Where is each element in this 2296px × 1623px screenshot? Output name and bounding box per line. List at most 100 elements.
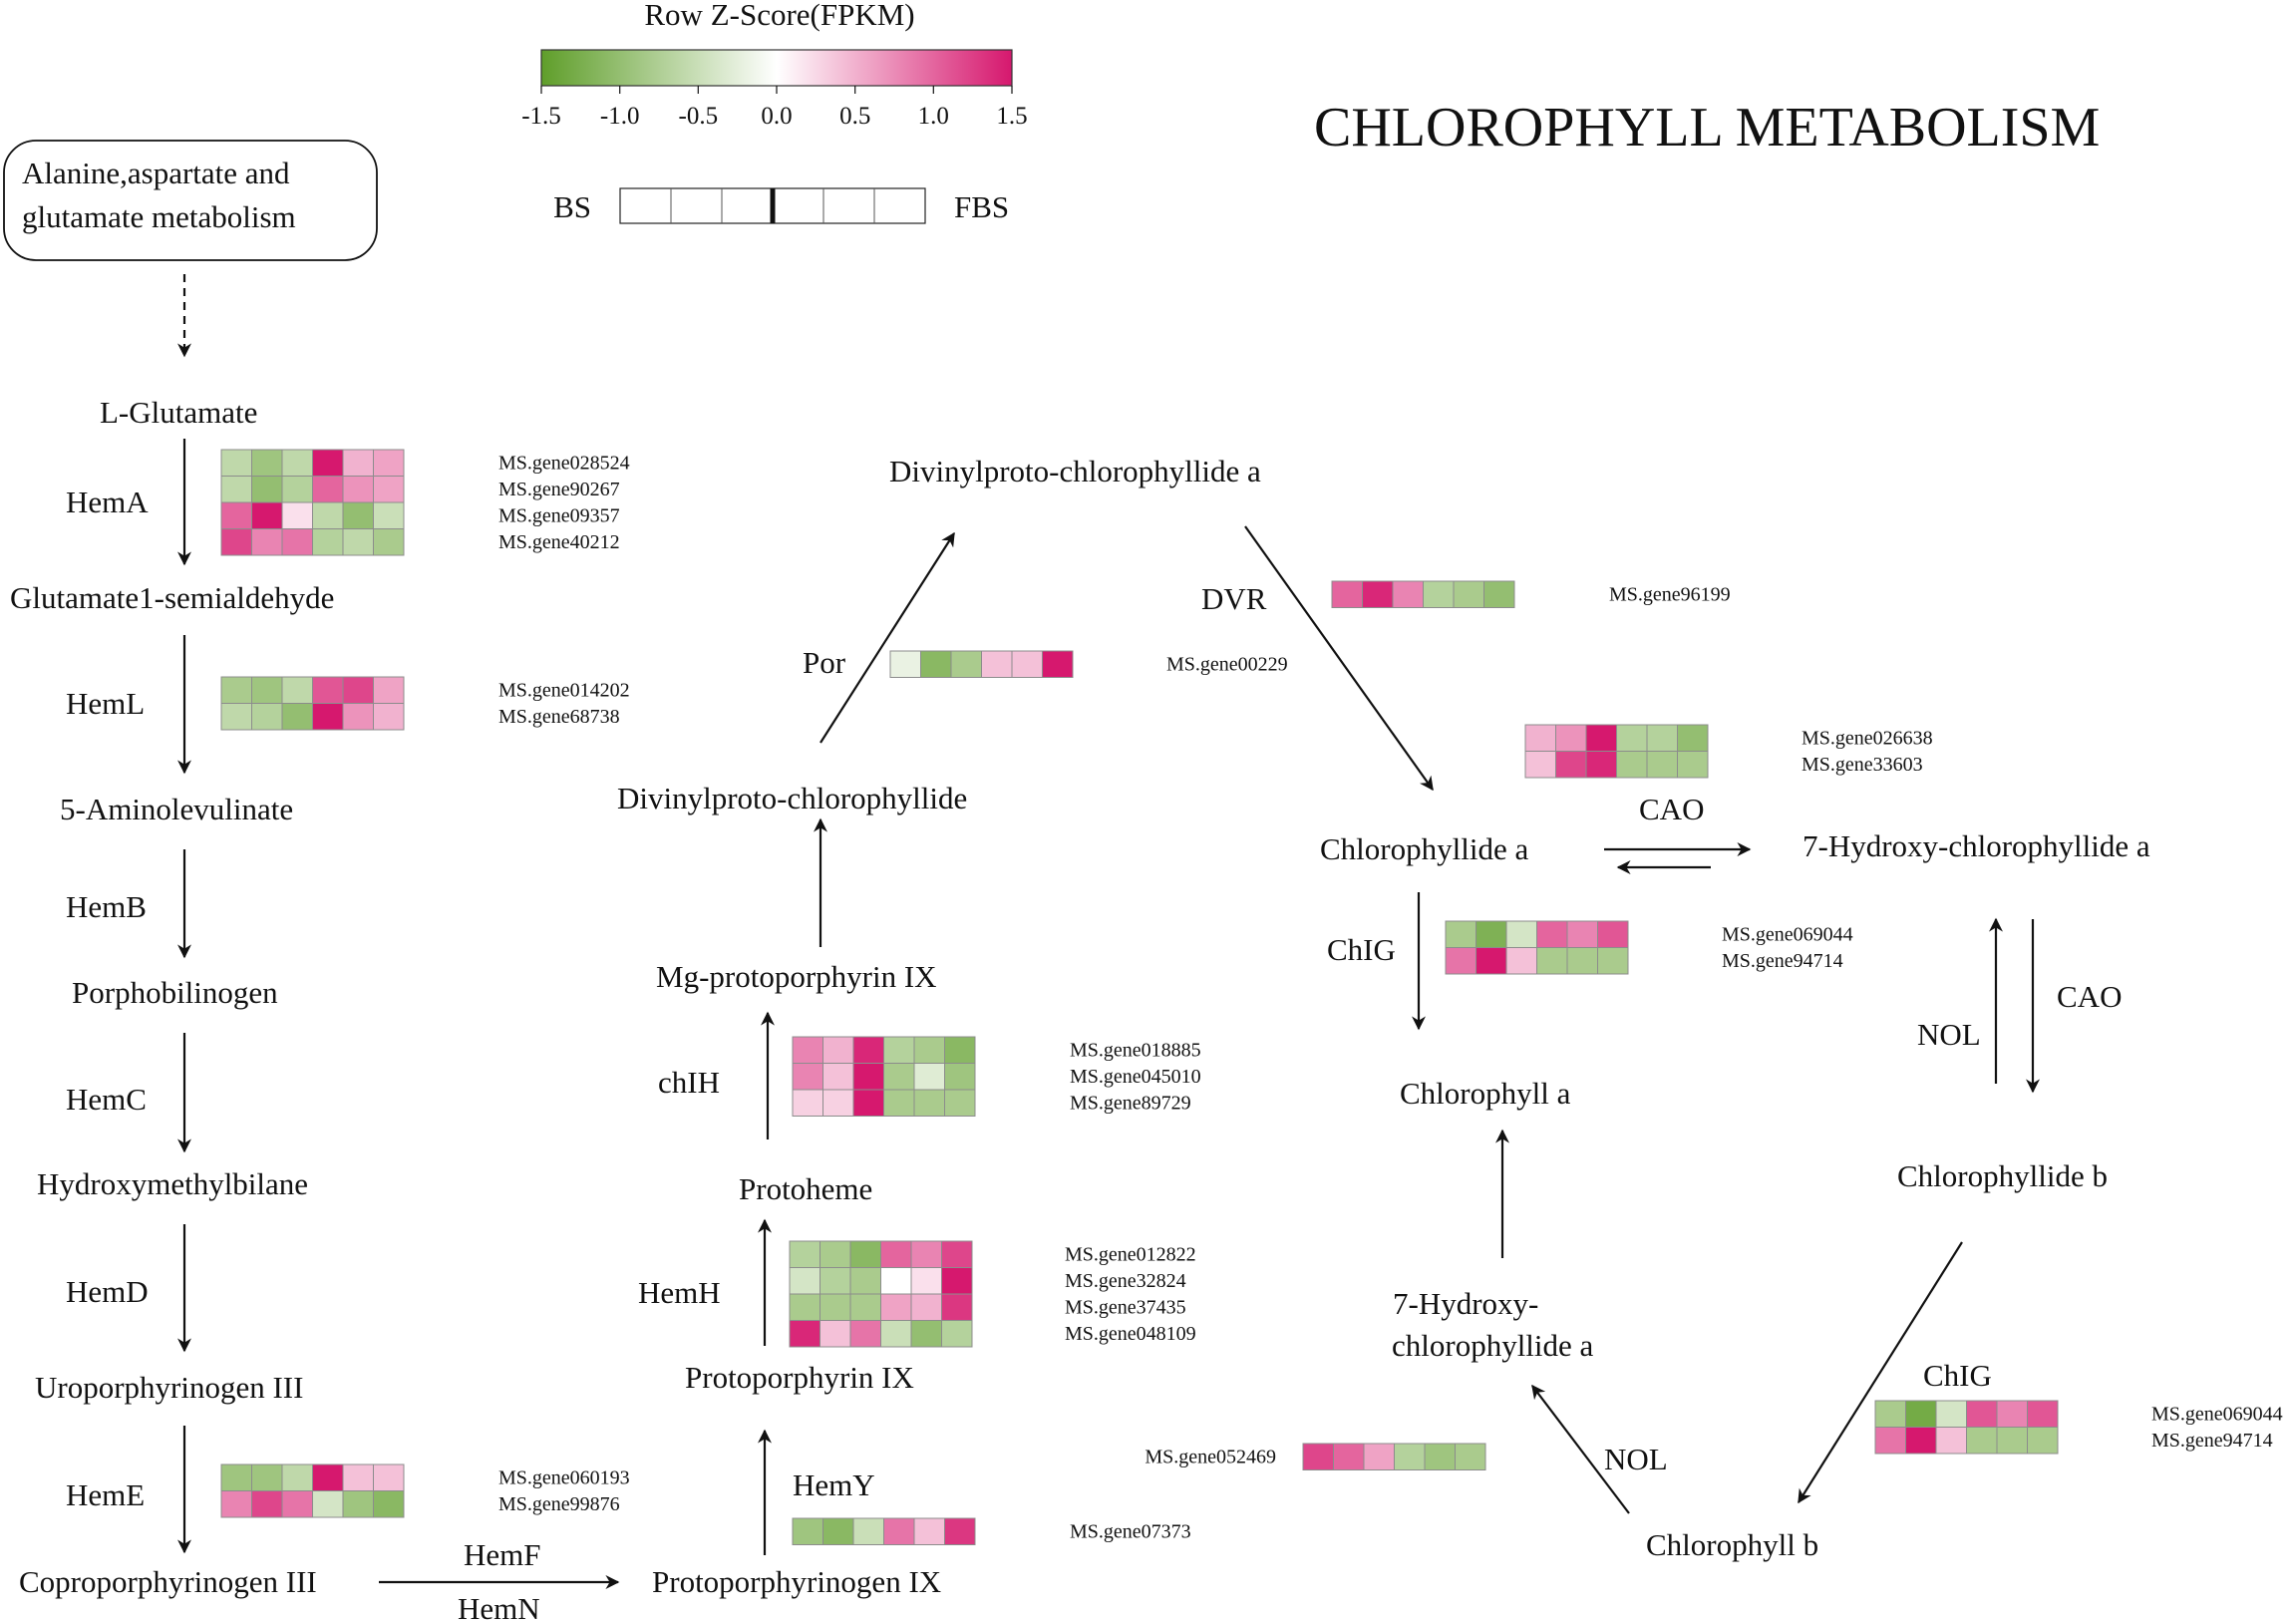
- heatmap-cell: [251, 1490, 283, 1518]
- heatmap-cell: [1445, 920, 1476, 948]
- heatmap-cell: [1646, 724, 1678, 752]
- heatmap-cell: [373, 449, 405, 477]
- color-scale-tick-label: -1.5: [521, 103, 561, 130]
- heatmap-row: MS.gene045010: [792, 1063, 1201, 1091]
- heatmap-hema: MS.gene028524MS.gene90267MS.gene09357MS.…: [220, 449, 630, 556]
- heatmap-cell: [220, 1463, 252, 1491]
- heatmap-row: MS.gene028524: [220, 449, 630, 477]
- heatmap-cell: [820, 1240, 851, 1268]
- heatmap-cell: [1394, 1443, 1426, 1470]
- enzyme-por: Por: [803, 645, 846, 680]
- heatmap-cell: [220, 703, 252, 731]
- heatmap-cell: [281, 1490, 313, 1518]
- diagram-title: CHLOROPHYLL METABOLISM: [1314, 97, 2100, 159]
- heatmap-cell: [883, 1036, 915, 1064]
- heatmap-cell: [880, 1293, 912, 1321]
- start-node-box: [3, 140, 378, 261]
- heatmap-cell: [342, 476, 374, 503]
- heatmap-cell: [1585, 724, 1617, 752]
- heatmap-cell: [1874, 1400, 1906, 1428]
- gene-label: MS.gene069044: [1722, 924, 1853, 946]
- enzyme-hemc: HemC: [66, 1082, 147, 1117]
- metabolite-protoheme: Protoheme: [739, 1171, 872, 1206]
- heatmap-cell: [820, 1320, 851, 1348]
- gene-label: MS.gene045010: [1070, 1066, 1201, 1088]
- color-scale-title: Row Z-Score(FPKM): [644, 0, 914, 32]
- heatmap-cell: [1453, 580, 1484, 608]
- heatmap-cell: [312, 449, 344, 477]
- metabolite-protoporphyrinogen: Protoporphyrinogen IX: [652, 1564, 941, 1599]
- heatmap-cell: [789, 1240, 820, 1268]
- heatmap-cell: [1536, 920, 1568, 948]
- heatmap-cell: [342, 528, 374, 556]
- heatmap-cell: [913, 1517, 945, 1545]
- enzyme-chig-right: ChIG: [1923, 1358, 1992, 1393]
- heatmap-row: MS.gene052469: [1145, 1443, 1486, 1470]
- heatmap-cell: [251, 476, 283, 503]
- heatmap-cell: [792, 1517, 823, 1545]
- heatmap-row: MS.gene012822: [789, 1240, 1196, 1268]
- enzyme-hemf: HemF: [464, 1537, 541, 1572]
- heatmap-cell: [789, 1267, 820, 1295]
- heatmap-cell: [1505, 947, 1537, 975]
- heatmap-cell: [849, 1293, 881, 1321]
- heatmap-cell: [312, 1463, 344, 1491]
- gene-label: MS.gene40212: [498, 531, 620, 553]
- heatmap-cell: [1935, 1427, 1967, 1455]
- heatmap-cell: [281, 676, 313, 704]
- heatmap-cell: [1536, 947, 1568, 975]
- heatmap-por: MS.gene00229: [889, 650, 1288, 678]
- metabolite-chlorophyll-a: Chlorophyll a: [1400, 1076, 1571, 1111]
- heatmap-cell: [1505, 920, 1537, 948]
- sample-key: BS FBS: [553, 187, 1009, 224]
- heatmap-cell: [220, 476, 252, 503]
- heatmap-cell: [880, 1320, 912, 1348]
- heatmap-cell: [251, 449, 283, 477]
- color-scale-ticks: [540, 86, 1013, 94]
- pathway-arrows: [177, 274, 2040, 1589]
- gene-label: MS.gene026638: [1802, 728, 1933, 750]
- heatmap-cell: [1524, 724, 1556, 752]
- heatmap-cell: [1392, 580, 1424, 608]
- heatmap-cell: [1585, 751, 1617, 779]
- heatmap-cell: [1555, 751, 1587, 779]
- metabolite-hydroxy-chlorophyllide-a-line1: 7-Hydroxy-: [1393, 1286, 1538, 1321]
- gene-label: MS.gene96199: [1609, 584, 1731, 606]
- heatmap-cell: [1597, 920, 1629, 948]
- heatmap-cell: [1455, 1443, 1486, 1470]
- gene-label: MS.gene68738: [498, 706, 620, 728]
- metabolite-hydroxymethylbilane: Hydroxymethylbilane: [37, 1166, 308, 1201]
- start-node-line1: Alanine,aspartate and: [22, 156, 290, 190]
- heatmap-row: MS.gene07373: [792, 1517, 1191, 1545]
- heatmap-cell: [342, 449, 374, 477]
- metabolite-uroporphyrinogen: Uroporphyrinogen III: [35, 1370, 303, 1405]
- heatmap-cell: [220, 449, 252, 477]
- arrow-chig-right: [1798, 1241, 1963, 1504]
- metabolite-chlorophyllide-a: Chlorophyllide a: [1320, 831, 1528, 866]
- heatmap-cell: [373, 528, 405, 556]
- heatmap-cell: [373, 1463, 405, 1491]
- heatmap-cell: [220, 501, 252, 529]
- heatmap-row: MS.gene33603: [1524, 751, 1923, 779]
- metabolite-aminolevulinate: 5-Aminolevulinate: [60, 792, 293, 826]
- heatmap-cell: [941, 1240, 973, 1268]
- heatmap-cell: [910, 1240, 942, 1268]
- enzyme-nol-bottom: NOL: [1604, 1442, 1668, 1476]
- arrow-dvr: [1244, 525, 1434, 792]
- metabolite-hydroxy-chlorophyllide-a-line2: chlorophyllide a: [1392, 1328, 1594, 1363]
- heatmap-cell: [281, 501, 313, 529]
- heatmap-cell: [312, 476, 344, 503]
- heatmap-cell: [1476, 920, 1507, 948]
- gene-label: MS.gene94714: [2151, 1430, 2273, 1452]
- heatmap-cell: [883, 1063, 915, 1091]
- heatmap-cell: [820, 1267, 851, 1295]
- enzyme-hema: HemA: [66, 485, 149, 519]
- metabolite-protoporphyrin: Protoporphyrin IX: [685, 1360, 914, 1395]
- heatmap-cell: [373, 501, 405, 529]
- heatmap-cell: [1445, 947, 1476, 975]
- heatmap-cell: [920, 650, 952, 678]
- color-scale-tick-label: -1.0: [600, 103, 640, 130]
